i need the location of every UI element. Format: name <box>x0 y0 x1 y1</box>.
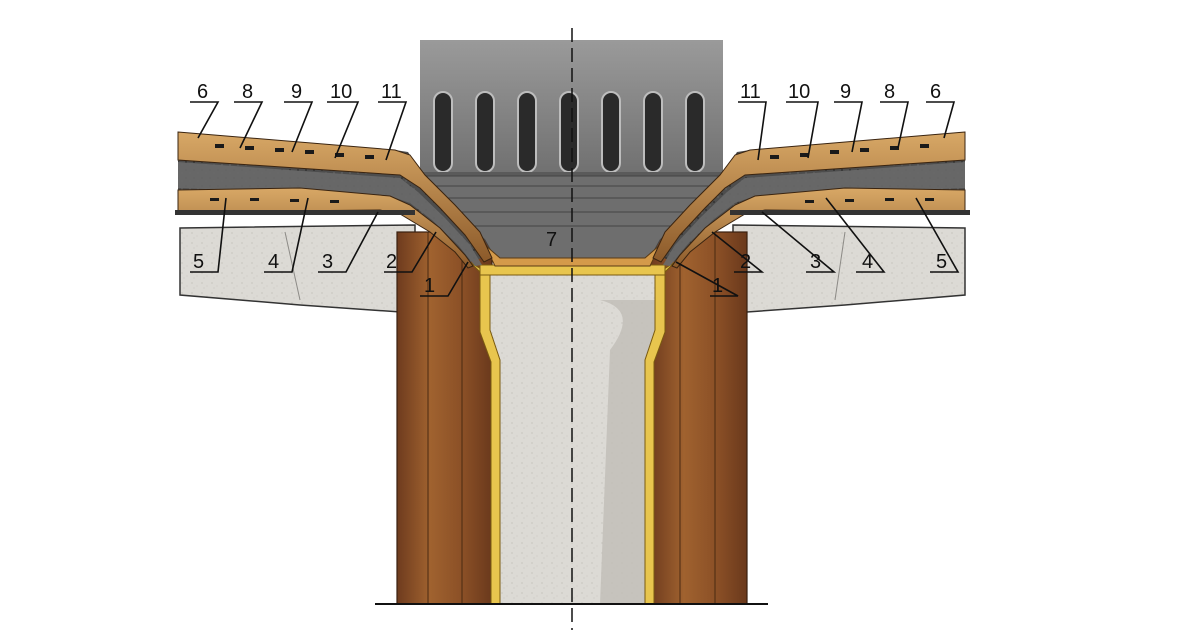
callout-leaders <box>190 101 960 297</box>
callout-2-left: 2 <box>386 251 397 273</box>
callout-4-left: 4 <box>268 251 279 273</box>
callout-5-right: 5 <box>936 251 947 273</box>
callout-7-center: 7 <box>546 229 557 251</box>
callout-2-right: 2 <box>740 251 751 273</box>
callout-9-left: 9 <box>291 81 302 103</box>
callout-6-right: 6 <box>930 81 941 103</box>
callout-1-left: 1 <box>424 275 435 297</box>
callout-labels-left-top: 6 8 9 10 11 <box>197 81 402 103</box>
wood-sleeve-left <box>396 231 493 605</box>
callout-5-left: 5 <box>193 251 204 273</box>
callout-labels-right-top: 11 10 9 8 6 <box>740 81 941 103</box>
callout-9-right: 9 <box>840 81 851 103</box>
callout-10-left: 10 <box>330 81 352 103</box>
callout-11-left: 11 <box>381 81 402 103</box>
callout-1-right: 1 <box>712 275 723 297</box>
roof-layers-right <box>652 131 970 269</box>
concrete-slab-left <box>179 224 416 314</box>
callout-labels-left-bottom: 5 4 3 2 1 <box>193 251 435 297</box>
roof-layers-left <box>175 131 493 269</box>
callout-3-left: 3 <box>322 251 333 273</box>
callout-11-right: 11 <box>740 81 761 103</box>
callout-8-right: 8 <box>884 81 895 103</box>
callout-8-left: 8 <box>242 81 253 103</box>
concrete-slab-right <box>732 224 966 314</box>
callout-3-right: 3 <box>810 251 821 273</box>
callout-10-right: 10 <box>788 81 810 103</box>
callout-labels-right-bottom: 2 3 4 5 1 <box>712 251 947 297</box>
callout-6-left: 6 <box>197 81 208 103</box>
callout-4-right: 4 <box>862 251 873 273</box>
